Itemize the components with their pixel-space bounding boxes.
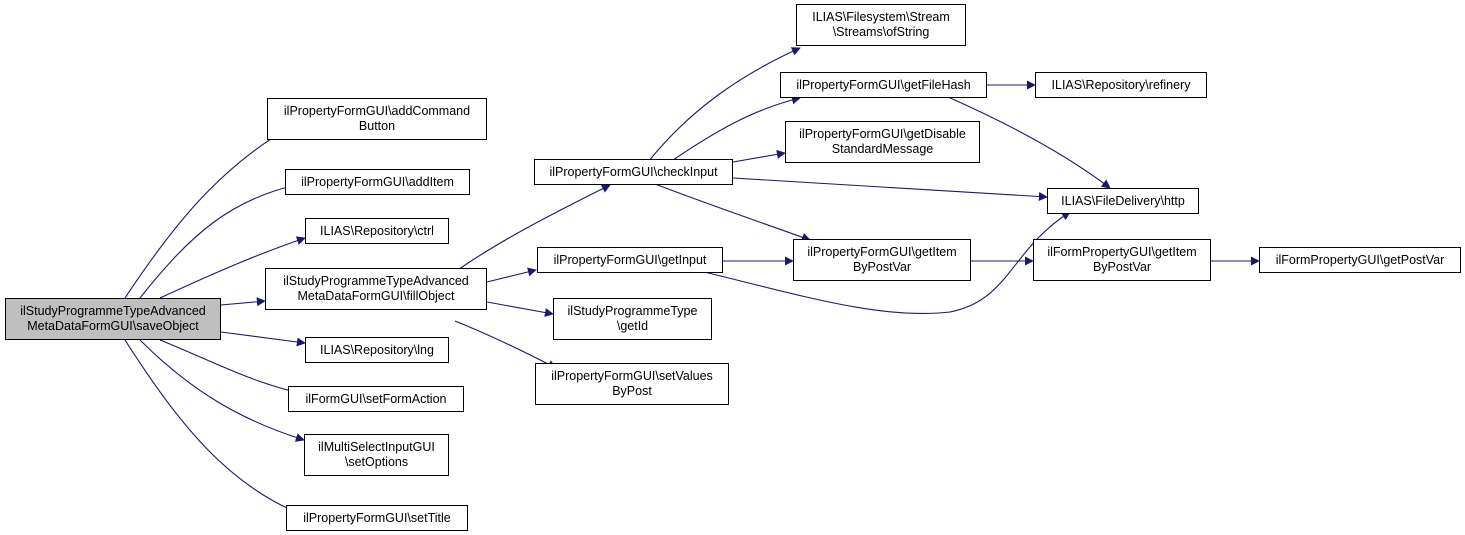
node-label-line: ilStudyProgrammeTypeAdvanced [283,274,469,288]
node-label-line: ILIAS\Filesystem\Stream [812,10,950,24]
node-label-line: ilFormPropertyGUI\getItem [1047,245,1197,259]
node-label-line: ByPost [612,384,652,398]
node-refinery[interactable]: ILIAS\Repository\refinery [1035,72,1207,98]
node-label-line: ilPropertyFormGUI\checkInput [549,164,718,179]
node-add-item[interactable]: ilPropertyFormGUI\addItem [285,169,470,195]
node-label-line: ByPostVar [852,260,912,274]
edge-check-input-to-get-disable-standard-message [732,149,786,163]
node-get-id[interactable]: ilStudyProgrammeType\getId [553,298,712,340]
edge-get-input-to-http [699,211,1071,315]
edge-save-object-to-ctrl [159,236,306,299]
edge-check-input-to-get-item-by-post-var [654,183,811,242]
edge-fill-object-to-get-id [486,301,554,317]
node-label-line: ilPropertyFormGUI\getFileHash [796,77,971,92]
node-label-line: ilPropertyFormGUI\addCommand [283,104,471,118]
node-label-line: MetaDataFormGUI\saveObject [27,319,199,333]
node-label-line: ILIAS\FileDelivery\http [1061,193,1185,208]
node-http[interactable]: ILIAS\FileDelivery\http [1047,188,1199,214]
edge-save-object-to-set-title [124,339,297,513]
node-get-input[interactable]: ilPropertyFormGUI\getInput [537,247,723,273]
node-label-line: ilMultiSelectInputGUI [318,440,435,454]
edge-save-object-to-set-options [139,339,305,442]
edge-check-input-to-http [732,177,1048,202]
node-streams-of-string[interactable]: ILIAS\Filesystem\Stream\Streams\ofString [796,4,966,46]
node-set-form-action[interactable]: ilFormGUI\setFormAction [288,386,464,412]
edge-save-object-to-add-item [139,182,297,299]
node-get-post-var[interactable]: ilFormPropertyGUI\getPostVar [1259,247,1461,273]
edge-save-object-to-fill-object [220,297,266,307]
node-label-line: \Streams\ofString [832,25,930,39]
node-label-line: ILIAS\Repository\ctrl [320,223,434,238]
node-ctrl[interactable]: ILIAS\Repository\ctrl [305,218,449,244]
edge-fill-object-to-check-input [454,184,611,273]
node-label-line: ilPropertyFormGUI\setTitle [303,510,451,525]
edge-check-input-to-get-file-hash [669,95,801,163]
node-set-title[interactable]: ilPropertyFormGUI\setTitle [286,505,468,531]
edge-save-object-to-lng [220,331,306,347]
edge-check-input-to-streams-of-string [647,47,801,163]
node-label-line: ilPropertyFormGUI\addItem [301,174,454,189]
node-set-options[interactable]: ilMultiSelectInputGUI\setOptions [304,434,449,476]
node-label-line: ilStudyProgrammeType [567,304,698,318]
node-label-line: Button [358,119,396,133]
node-label-line: StandardMessage [831,142,934,156]
node-label-line: ILIAS\Repository\refinery [1051,77,1191,92]
edge-fill-object-to-set-values-by-post [454,320,557,369]
edge-get-file-hash-to-http [947,96,1111,189]
edge-save-object-to-set-form-action [159,339,301,396]
node-label-line: \getId [616,319,649,333]
node-label-line: ilPropertyFormGUI\getDisable [799,127,966,141]
node-label-line: ByPostVar [1092,260,1152,274]
node-label-line: ilPropertyFormGUI\getInput [553,252,707,267]
node-label-line: MetaDataFormGUI\fillObject [297,289,455,303]
node-label-line: ilStudyProgrammeTypeAdvanced [20,304,206,318]
node-label-line: ilFormGUI\setFormAction [305,391,447,406]
node-label-line: \setOptions [344,455,409,469]
edge-save-object-to-add-command-button [124,123,297,299]
node-get-file-hash[interactable]: ilPropertyFormGUI\getFileHash [780,72,987,98]
edge-fill-object-to-get-input [486,267,537,283]
node-label-line: ilPropertyFormGUI\getItem [807,245,957,259]
node-label-line: ILIAS\Repository\lng [320,342,434,357]
node-check-input[interactable]: ilPropertyFormGUI\checkInput [534,159,733,185]
node-label-line: ilFormPropertyGUI\getPostVar [1275,252,1445,267]
node-label-line: ilPropertyFormGUI\setValues [551,369,713,383]
node-lng[interactable]: ILIAS\Repository\lng [305,337,449,363]
